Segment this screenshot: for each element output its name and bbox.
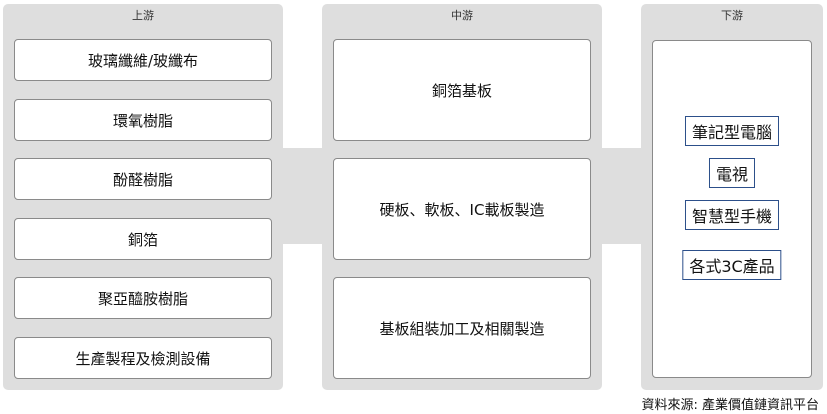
downstream-item-notebook: 筆記型電腦 — [684, 116, 780, 146]
downstream-box: 筆記型電腦 電視 智慧型手機 各式3C產品 — [652, 40, 812, 378]
upstream-item-polyimide-resin: 聚亞醯胺樹脂 — [14, 277, 272, 319]
downstream-item-3c-products: 各式3C產品 — [682, 250, 782, 280]
midstream-item-ccl: 銅箔基板 — [333, 39, 591, 141]
upstream-item-equipment: 生產製程及檢測設備 — [14, 337, 272, 379]
downstream-item-tv: 電視 — [708, 158, 756, 188]
downstream-item-smartphone: 智慧型手機 — [684, 200, 780, 230]
midstream-title: 中游 — [451, 9, 473, 22]
upstream-item-epoxy-resin: 環氧樹脂 — [14, 99, 272, 141]
upstream-item-copper-foil: 銅箔 — [14, 218, 272, 260]
upstream-title: 上游 — [132, 9, 154, 22]
connector-up-mid — [283, 148, 323, 244]
midstream-item-board-manufacturing: 硬板、軟板、IC載板製造 — [333, 158, 591, 260]
source-note: 資料來源: 產業價值鏈資訊平台 — [641, 398, 819, 413]
upstream-item-glass-fiber: 玻璃纖維/玻纖布 — [14, 39, 272, 81]
downstream-title: 下游 — [721, 9, 743, 22]
upstream-item-phenolic-resin: 酚醛樹脂 — [14, 158, 272, 200]
midstream-item-assembly: 基板組裝加工及相關製造 — [333, 277, 591, 379]
connector-mid-down — [602, 148, 642, 244]
